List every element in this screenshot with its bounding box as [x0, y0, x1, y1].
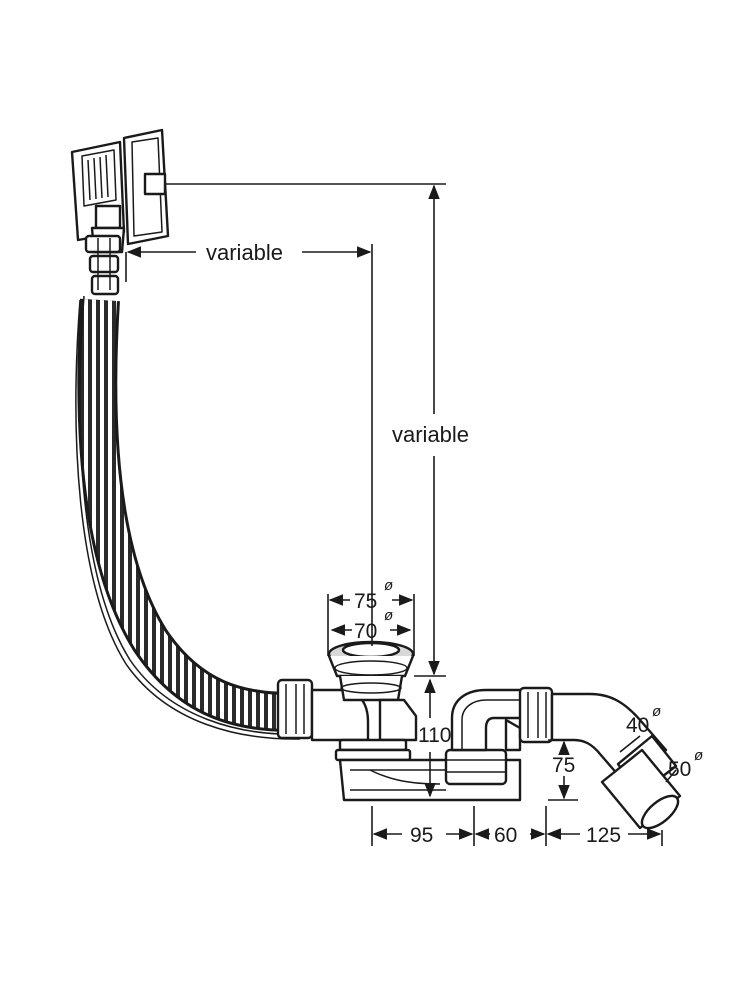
diameter-symbol-40: ø: [652, 703, 661, 720]
diameter-symbol-75: ø: [384, 577, 393, 594]
overflow-head: [70, 128, 170, 296]
label-height-75: 75: [552, 754, 575, 777]
trap: [444, 686, 682, 830]
diameter-symbol-70: ø: [384, 607, 393, 624]
waste-body: [276, 640, 522, 802]
dimension-lines: [125, 183, 677, 846]
diameter-symbol-50: ø: [694, 747, 703, 764]
dimension-labels: variable variable 75 ø 70 ø 110 75 40 ø …: [206, 240, 703, 847]
label-length-60: 60: [494, 824, 517, 847]
label-vertical-variable: variable: [392, 422, 469, 447]
overflow-grille: [87, 154, 109, 201]
label-diameter-50: 50: [668, 758, 691, 781]
hose-nut: [276, 678, 314, 740]
label-diameter-70: 70: [354, 620, 377, 643]
label-length-95: 95: [410, 824, 433, 847]
label-diameter-40: 40: [626, 714, 649, 737]
label-horizontal-variable: variable: [206, 240, 283, 265]
outlet-nut: [518, 686, 554, 744]
label-length-125: 125: [586, 824, 621, 847]
flexible-hose: [75, 295, 301, 740]
label-height-110: 110: [418, 724, 451, 747]
label-diameter-75: 75: [354, 590, 377, 613]
